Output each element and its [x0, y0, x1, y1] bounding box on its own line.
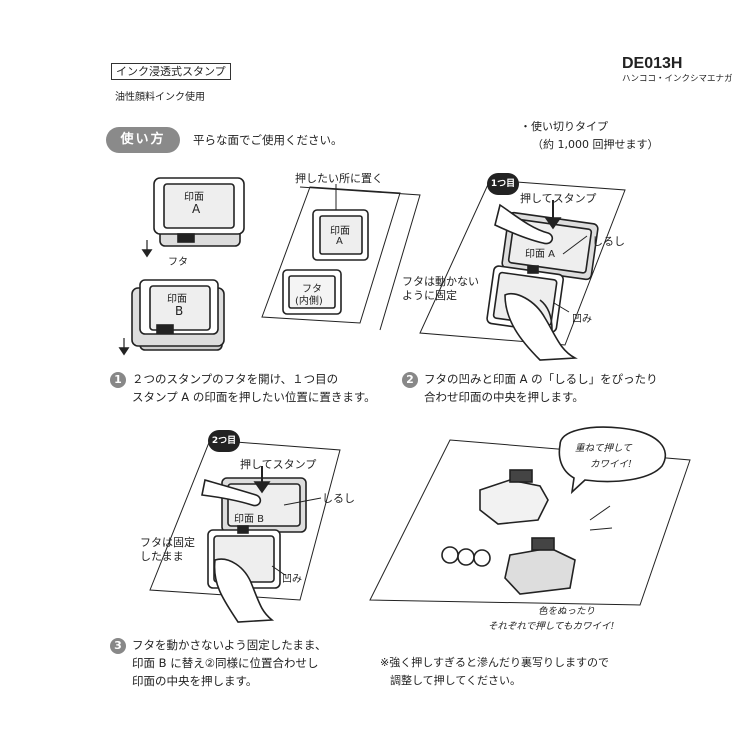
paper-lid-inner-label: (内側) [295, 296, 323, 307]
face-b-pressed-label: 印面 B [234, 514, 265, 525]
mark-label-1: しるし [592, 235, 625, 248]
step-1-text-line-1: ２つのスタンプのフタを開け、１つ目の [132, 372, 339, 386]
step-2-text-line-1: フタの凹みと印面 A の「しるし」をぴったり [424, 372, 658, 386]
paper-lid-label: フタ [302, 284, 322, 295]
face-a-pressed-label: 印面 A [525, 249, 556, 260]
caption-line-2: それぞれで押してもカワイイ! [488, 621, 615, 632]
disposable-note: ・使い切りタイプ [520, 120, 608, 133]
first-stamp-badge: 1つ目 [487, 173, 519, 195]
step-3-number: 3 [110, 638, 126, 654]
usage-pill: 使い方 [106, 127, 180, 153]
lid-fixed-label-2: ように固定 [402, 289, 457, 302]
face-a-label: 印面 [184, 192, 204, 203]
product-code: DE013H [622, 55, 683, 72]
speech-bubble-line-2: カワイイ! [590, 459, 632, 470]
step-3-text-line-1: フタを動かさないよう固定したまま、 [132, 638, 327, 652]
press-label-2: 押してスタンプ [240, 458, 317, 471]
stamp-b-illustration [131, 279, 225, 351]
lid-fixed-label-4: したまま [140, 550, 184, 563]
lid-fixed-label-1: フタは動かない [402, 275, 479, 288]
lid-fixed-label-3: フタは固定 [140, 536, 195, 549]
category-tag: インク浸透式スタンプ [111, 63, 231, 80]
step-1-text-line-2: スタンプ A の印面を押したい位置に置きます。 [132, 390, 376, 404]
paper-face-letter: A [336, 236, 343, 247]
second-stamp-badge: 2つ目 [208, 430, 240, 452]
warning-line-2: 調整して押してください。 [390, 674, 522, 687]
paper-face-label: 印面 [330, 226, 350, 237]
usage-instruction: 平らな面でご使用ください。 [193, 133, 343, 147]
face-b-label: 印面 [167, 294, 187, 305]
step-1-number: 1 [110, 372, 126, 388]
press-label-1: 押してスタンプ [520, 192, 597, 205]
step-3-text-line-2: 印面 B に替え②同様に位置合わせし [132, 656, 319, 670]
warning-line-1: ※強く押しすぎると滲んだり裏写りしますので [380, 656, 609, 669]
ink-type-label: 油性顔料インク使用 [115, 92, 205, 103]
product-name: ハンココ・インクシマエナガ [622, 74, 733, 84]
dent-label-1: 凹み [572, 314, 592, 325]
caption-line-1: 色をぬったり [538, 606, 596, 617]
lid-label: フタ [168, 257, 188, 268]
mark-label-2: しるし [322, 492, 355, 505]
face-b-letter: B [175, 304, 184, 318]
step-3-text-line-3: 印面の中央を押します。 [132, 674, 258, 688]
face-a-letter: A [192, 202, 201, 216]
step-2-number: 2 [402, 372, 418, 388]
place-label: 押したい所に置く [295, 172, 383, 185]
dent-label-2: 凹み [282, 574, 302, 585]
disposable-count: （約 1,000 回押せます） [532, 138, 659, 151]
speech-bubble-line-1: 重ねて押して [575, 443, 632, 454]
step-2-text-line-2: 合わせ印面の中央を押します。 [424, 390, 584, 404]
stamp-a-illustration [153, 177, 245, 247]
